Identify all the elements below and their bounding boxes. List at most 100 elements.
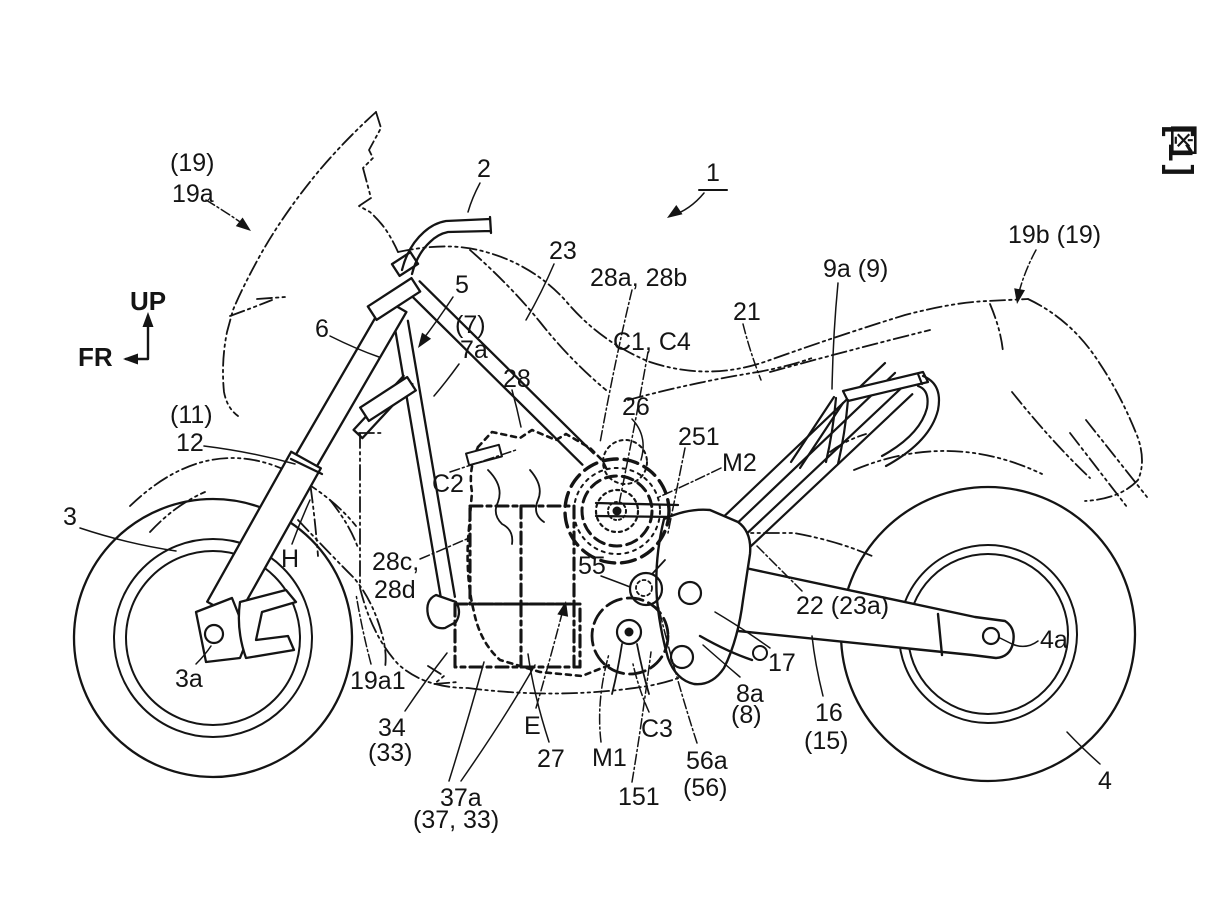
windscreen-outline xyxy=(222,111,377,417)
ref-label-26: 26 xyxy=(622,393,650,421)
engine-mount-foot xyxy=(426,593,461,630)
ref-label-28: 28 xyxy=(503,365,531,393)
rear-subframe xyxy=(715,362,941,558)
seat-rail-bar xyxy=(841,370,930,403)
ref-label-3: 3 xyxy=(63,503,77,531)
leader-37a-1 xyxy=(448,661,485,782)
bar-riser xyxy=(390,250,420,278)
ref-label-16: 16 xyxy=(815,699,843,727)
tank-seat-outline xyxy=(397,245,1029,373)
front-fender-outline xyxy=(129,457,357,527)
ref-label-251: 251 xyxy=(678,423,720,451)
lower-triple-clamp xyxy=(359,375,417,423)
ref-label-22-23a: 22 (23a) xyxy=(796,592,889,620)
front-axle xyxy=(203,623,225,645)
fork-slider xyxy=(206,450,322,620)
engine-detail-lines xyxy=(487,439,650,695)
ref-label-paren15: (15) xyxy=(804,727,848,755)
ref-label-23: 23 xyxy=(549,237,577,265)
front-fork xyxy=(194,215,493,664)
ref-label-19b-19: 19b (19) xyxy=(1008,221,1101,249)
orientation-arrows xyxy=(123,312,154,365)
ref-label-28d: 28d xyxy=(374,576,416,604)
leader-28ab xyxy=(599,289,633,444)
ref-label-19a: 19a xyxy=(172,180,214,208)
ref-label-e: E xyxy=(524,712,541,740)
ref-label-9a-9: 9a (9) xyxy=(823,255,888,283)
front-wheel xyxy=(72,497,354,779)
leader-9a xyxy=(831,282,839,390)
leader-6 xyxy=(329,335,380,358)
ref-label-7a: 7a xyxy=(460,336,488,364)
ref-label-1: 1 xyxy=(706,159,720,187)
arrow-e xyxy=(557,601,569,617)
ref-label-m1: M1 xyxy=(592,744,627,772)
ref-label-c2: C2 xyxy=(432,470,464,498)
arrowheads xyxy=(235,205,1025,617)
leader-251 xyxy=(667,447,686,534)
leader-7a xyxy=(433,363,460,397)
idler-56a xyxy=(628,559,666,607)
ref-label-6: 6 xyxy=(315,315,329,343)
leader-28cd xyxy=(419,537,470,560)
ref-label-h: H xyxy=(281,545,299,573)
leader-19a1 xyxy=(355,593,372,665)
up-arrowhead xyxy=(142,312,154,327)
ref-label-paren37-33: (37, 33) xyxy=(413,806,499,834)
leader-22 xyxy=(756,545,803,592)
ref-label-paren33: (33) xyxy=(368,739,412,767)
arrow-19a xyxy=(235,217,251,231)
ref-label-8a: 8a xyxy=(736,680,764,708)
ref-label-19a1: 19a1 xyxy=(350,667,406,695)
ref-label-21: 21 xyxy=(733,298,761,326)
ref-label-paren19: (19) xyxy=(170,149,214,177)
ref-label-paren56: (56) xyxy=(683,774,727,802)
ref-label-paren8: (8) xyxy=(731,701,762,729)
reference-labels: (19) 19a 2 1 23 28a, 28b C1, C4 21 9a (9… xyxy=(63,149,1112,834)
leader-c2 xyxy=(449,449,517,473)
ref-label-37a: 37a xyxy=(440,784,482,812)
leader-3a xyxy=(195,645,212,665)
leader-3 xyxy=(79,527,177,552)
ref-label-12: 12 xyxy=(176,429,204,457)
fr-arrowhead xyxy=(123,353,138,365)
ref-label-151: 151 xyxy=(618,783,660,811)
ref-label-c1-c4: C1, C4 xyxy=(613,328,691,356)
rear-fender-outline xyxy=(853,450,1043,475)
leader-4 xyxy=(1066,731,1101,765)
brake-caliper xyxy=(237,588,298,660)
ref-label-28a-28b: 28a, 28b xyxy=(590,264,687,292)
rear-shock xyxy=(824,396,850,466)
ref-label-4a: 4a xyxy=(1040,626,1068,654)
leader-27 xyxy=(527,653,550,743)
ref-label-2: 2 xyxy=(477,155,491,183)
leader-4a xyxy=(999,637,1039,648)
leader-2 xyxy=(467,182,481,213)
leader-m1 xyxy=(598,653,610,743)
sprocket-c3 xyxy=(590,596,670,676)
leader-151 xyxy=(631,651,652,783)
leader-c3 xyxy=(632,663,650,713)
leader-12 xyxy=(203,445,296,465)
rear-loop-tube xyxy=(884,374,941,468)
ref-label-4: 4 xyxy=(1098,767,1112,795)
fr-direction-label: FR xyxy=(78,342,113,372)
rear-axle xyxy=(981,626,1001,646)
leader-19b xyxy=(1017,249,1037,297)
leader-e xyxy=(535,605,565,709)
motor-axis-c1 xyxy=(612,506,622,516)
leader-56a xyxy=(656,600,698,744)
leader-37a-2 xyxy=(460,664,536,782)
leader-m2 xyxy=(658,467,722,498)
arrow-5 xyxy=(418,332,432,348)
leader-21-tail xyxy=(742,323,762,381)
tail-cowl-outline xyxy=(1027,298,1143,502)
leader-8a xyxy=(702,644,741,678)
ref-label-paren7: (7) xyxy=(455,311,486,339)
leader-17 xyxy=(714,611,771,649)
arrow-1 xyxy=(667,205,683,218)
ref-label-34: 34 xyxy=(378,714,406,742)
ref-label-28c: 28c, xyxy=(372,548,419,576)
